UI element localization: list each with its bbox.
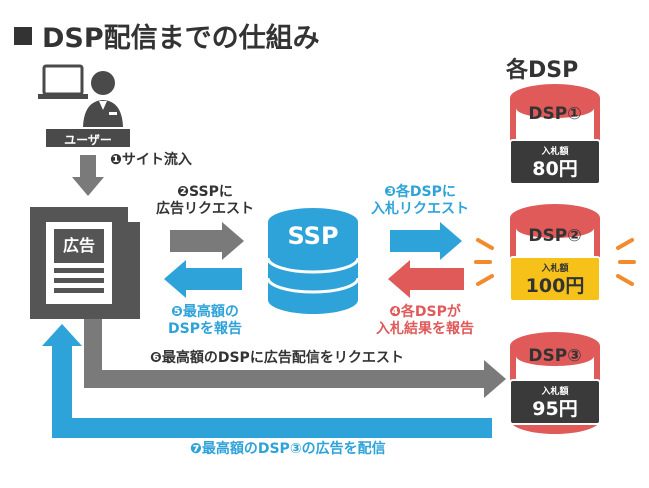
dsp-1-bid-value: 80円	[532, 158, 578, 180]
dsp-1-bid-label: 入札額	[541, 147, 569, 157]
person-with-laptop-icon	[38, 64, 123, 127]
arrow-site-visit	[72, 155, 104, 196]
newspaper-icon	[30, 207, 140, 319]
step-6-label: ❻最高額のDSPに広告配信をリクエスト	[150, 350, 404, 366]
dsp-3-bid-box: 入札額 95円	[509, 379, 601, 425]
dsp-heading: 各DSP	[506, 58, 579, 83]
arrow-bid-result	[388, 260, 464, 298]
dsp-3-bid-value: 95円	[532, 398, 578, 420]
dsp-1-name: DSP①	[528, 104, 582, 124]
dsp-2-bid-box: 入札額 100円	[509, 256, 601, 302]
step-2-label: ❷SSPに 広告リクエスト	[156, 184, 254, 217]
dsp-2-bid-label: 入札額	[541, 264, 569, 274]
database-cylinder-icon	[266, 208, 360, 314]
step-7-label: ❼最高額のDSP③の広告を配信	[190, 441, 386, 457]
arrow-ad-delivery	[42, 324, 492, 438]
arrow-delivery-request	[84, 319, 506, 398]
ssp-label: SSP	[287, 222, 339, 250]
step-4-label: ❹各DSPが 入札結果を報告	[376, 304, 474, 337]
dsp-2-name: DSP②	[528, 226, 582, 246]
arrow-bid-request	[390, 222, 462, 260]
highlight-burst-icon	[474, 238, 636, 286]
page-title: DSP配信までの仕組み	[14, 16, 320, 55]
dsp-3-name: DSP③	[528, 346, 582, 366]
step-5-label: ❺最高額の DSPを報告	[168, 304, 242, 337]
dsp-2-bid-value: 100円	[525, 275, 585, 297]
step-1-label: ❶サイト流入	[110, 152, 192, 168]
step-3-label: ❸各DSPに 入札リクエスト	[371, 184, 469, 217]
arrow-report-highest	[164, 260, 242, 298]
title-square-icon	[14, 27, 32, 45]
dsp-1-bid-box: 入札額 80円	[509, 139, 601, 185]
user-badge: ユーザー	[44, 127, 132, 149]
newspaper-ad-label: 広告	[56, 231, 102, 261]
dsp-3-bid-label: 入札額	[541, 387, 569, 397]
arrow-ad-request	[170, 222, 244, 260]
